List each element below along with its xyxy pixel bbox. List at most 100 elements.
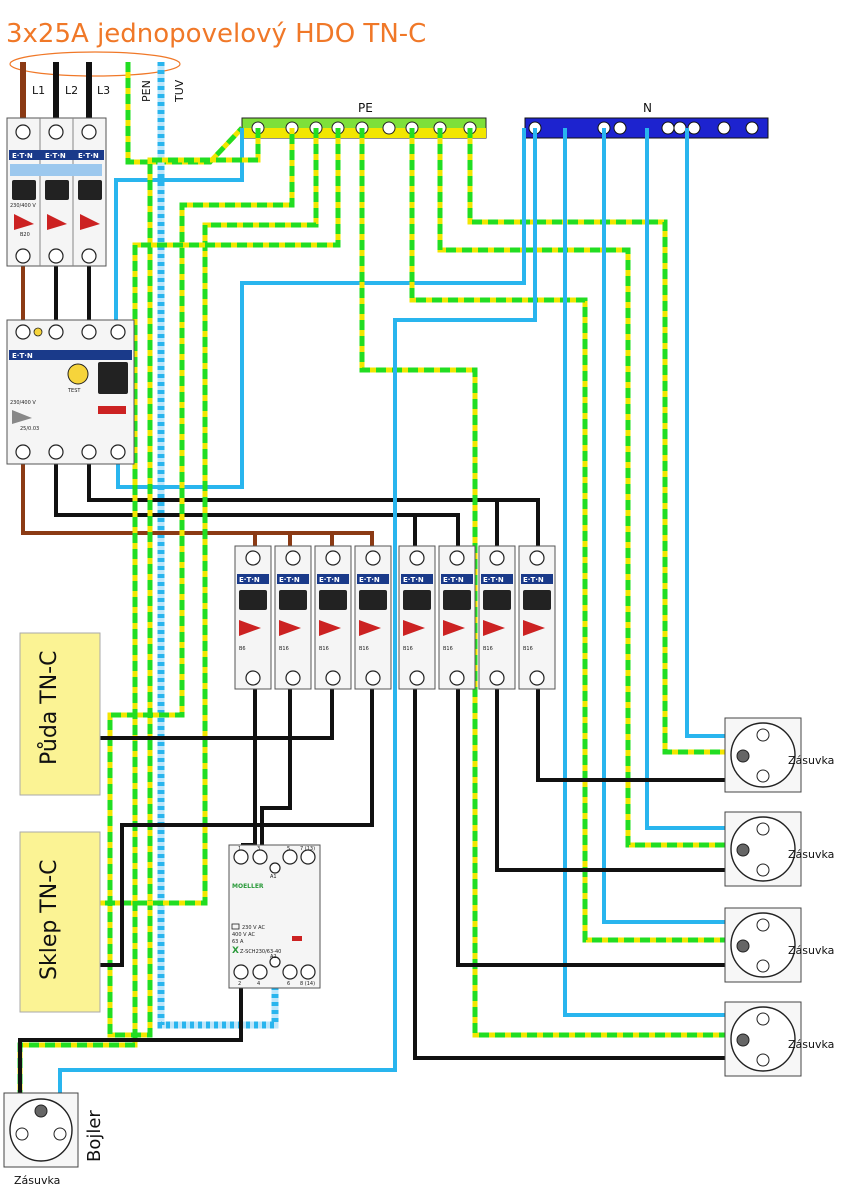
branch-breaker-rating-5: B16 (403, 646, 413, 652)
wire-l2-out-b (56, 513, 417, 548)
hdo-contactor: 1 3 5 7 (13) A1 A2 2 4 6 8 (14) MOELLER … (228, 844, 321, 989)
branch-breaker-brand-1: E·T·N (239, 576, 260, 584)
rcd-test-button[interactable] (67, 363, 89, 385)
contactor-bottom-terminal-6: 6 (287, 981, 290, 987)
box-sklep: Sklep TN-C (19, 831, 101, 1013)
wire-pen-supply-stripe (125, 62, 244, 165)
branch-breaker-brand-4: E·T·N (359, 576, 380, 584)
wire-b8-socket-1 (536, 688, 725, 782)
boiler-name-label: Bojler (84, 1110, 105, 1162)
supply-label-tuv: TUV (173, 79, 186, 103)
socket-label-1: Zásuvka (788, 754, 834, 767)
contactor-top-terminal-7: 7 (13) (300, 846, 315, 852)
branch-breaker-5: E·T·N B16 (398, 545, 436, 690)
supply-lines: L1 L2 L3 PEN TUV (20, 62, 186, 122)
branch-breaker-toggle-3[interactable] (319, 590, 347, 610)
contactor-bottom-terminal-2: 2 (238, 981, 241, 987)
pe-bus-label: PE (358, 101, 373, 115)
main-breaker-rating: B20 (20, 232, 30, 238)
branch-breaker-1: E·T·N B6 (234, 545, 272, 690)
socket-4: Zásuvka (724, 1001, 834, 1077)
wire-pe-socket-2-stripe (437, 128, 725, 848)
supply-label-pen: PEN (140, 80, 153, 102)
wire-l1-out-b (23, 531, 257, 548)
contactor-bottom-terminal-4: 4 (257, 981, 260, 987)
contactor-top-terminal-1: 1 (238, 846, 241, 852)
socket-1: Zásuvka (724, 717, 834, 793)
branch-breaker-rating-1: B6 (239, 646, 246, 652)
contactor-spec-2: 400 V AC (232, 932, 255, 938)
branch-breaker-brand-5: E·T·N (403, 576, 424, 584)
contactor-spec-3: 63 A (232, 939, 244, 945)
title-highlight-ellipse (9, 51, 181, 77)
wiring-layer (17, 62, 725, 1093)
wire-pe-socket-3-stripe (409, 128, 725, 943)
main-breaker-brand-2: E·T·N (45, 152, 66, 160)
socket-label-3: Zásuvka (788, 944, 834, 957)
contactor-spec-1: 230 V AC (242, 925, 265, 931)
branch-breaker-toggle-4[interactable] (359, 590, 387, 610)
box-puda: Půda TN-C (19, 632, 101, 796)
contactor-top-terminal-3: 3 (257, 846, 260, 852)
wire-b3-puda (100, 688, 334, 740)
box-sklep-label: Sklep TN-C (37, 859, 62, 980)
branch-breaker-toggle-1[interactable] (239, 590, 267, 610)
branch-breaker-brand-6: E·T·N (443, 576, 464, 584)
wire-l3-out-b (89, 498, 499, 548)
wire-b1-contactor (241, 688, 257, 847)
wire-n-to-rcd-in (114, 128, 244, 322)
branch-breaker-toggle-8[interactable] (523, 590, 551, 610)
branch-breaker-6: E·T·N B16 (438, 545, 476, 690)
wire-n-socket-3 (602, 128, 725, 924)
branch-breaker-toggle-2[interactable] (279, 590, 307, 610)
main-breaker-brand-3: E·T·N (78, 152, 99, 160)
branch-breaker-brand-7: E·T·N (483, 576, 504, 584)
branch-breaker-4: E·T·N B16 (354, 545, 392, 690)
wire-b5-socket-4 (413, 688, 725, 1060)
wire-pen-supply (125, 62, 244, 165)
branch-breaker-rating-6: B16 (443, 646, 453, 652)
branch-breaker-rating-3: B16 (319, 646, 329, 652)
rcd-rating: 25/0.03 (20, 426, 39, 432)
boiler-socket: Zásuvka Bojler (3, 1092, 105, 1187)
main-breaker-brand: E·T·N (12, 152, 33, 160)
wire-n-boiler (58, 128, 537, 1093)
wire-b2-coil (260, 688, 292, 845)
branch-breaker-toggle-6[interactable] (443, 590, 471, 610)
socket-2: Zásuvka (724, 811, 834, 887)
branch-breaker-rating-2: B16 (279, 646, 289, 652)
contactor-top-terminal-5: 5 (287, 846, 290, 852)
rcd-brand: E·T·N (12, 352, 33, 360)
wire-pe-puda-stripe (107, 128, 295, 1038)
main-breaker: E·T·N E·T·N E·T·N 230/400 V B20 (6, 117, 107, 267)
wire-contactor-boiler (18, 972, 243, 1093)
branch-breaker-brand-8: E·T·N (523, 576, 544, 584)
wire-pe-socket-4-stripe (359, 128, 725, 1038)
wire-n-socket-1 (685, 128, 725, 738)
branch-breaker-toggle-5[interactable] (403, 590, 431, 610)
box-puda-label: Půda TN-C (37, 651, 62, 765)
wire-pe-sklep-stripe (100, 128, 319, 906)
contactor-brand: MOELLER (232, 883, 264, 890)
wire-pe-socket-1-stripe (467, 128, 725, 755)
branch-breaker-toggle-7[interactable] (483, 590, 511, 610)
rcd-breaker: E·T·N TEST 230/400 V 25/0.03 (6, 319, 135, 465)
main-breaker-voltage: 230/400 V (10, 203, 36, 209)
wire-l3-out (87, 462, 540, 548)
supply-label-l2: L2 (65, 84, 78, 97)
branch-breaker-brand-3: E·T·N (319, 576, 340, 584)
supply-label-l1: L1 (32, 84, 45, 97)
wire-b7-socket-2 (495, 688, 725, 872)
socket-label-4: Zásuvka (788, 1038, 834, 1051)
branch-breaker-rating-4: B16 (359, 646, 369, 652)
rcd-toggle[interactable] (98, 362, 128, 394)
diagram-title: 3x25A jednopovelový HDO TN-C (6, 19, 426, 49)
wire-b4-sklep (100, 688, 374, 967)
branch-breakers: E·T·NB6E·T·NB16E·T·NB16E·T·NB16E·T·NB16E… (234, 545, 556, 690)
rcd-voltage: 230/400 V (10, 400, 36, 406)
wire-b6-socket-3 (456, 688, 725, 967)
wire-tuv-supply-stripe (157, 62, 279, 1029)
